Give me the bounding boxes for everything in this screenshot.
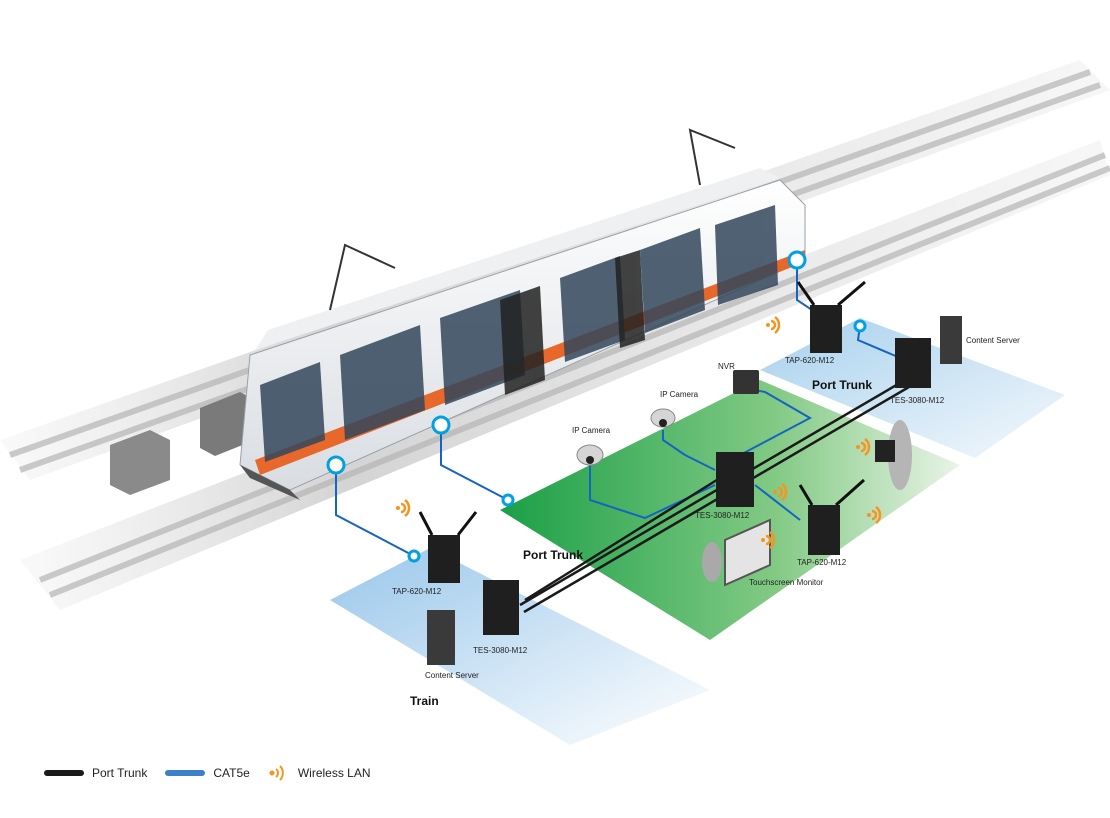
label-content-server-right: Content Server	[966, 336, 1020, 345]
cat5e-swatch	[165, 770, 205, 776]
legend-port-trunk: Port Trunk	[44, 766, 147, 780]
label-content-server-left: Content Server	[425, 671, 479, 680]
label-port-trunk-right: Port Trunk	[812, 378, 872, 392]
label-tes-center: TES-3080-M12	[695, 511, 749, 520]
port-trunk-swatch	[44, 770, 84, 776]
label-port-trunk-center: Port Trunk	[523, 548, 583, 562]
content-server-left	[427, 610, 455, 665]
tes-3080-left	[483, 580, 519, 635]
content-server-right	[940, 316, 962, 364]
ip-camera-1	[577, 445, 603, 465]
legend-wireless: Wireless LAN	[268, 764, 371, 782]
tes-3080-right	[895, 338, 931, 388]
nvr-device	[733, 370, 759, 394]
legend-cat5e-label: CAT5e	[213, 766, 249, 780]
legend: Port Trunk CAT5e Wireless LAN	[44, 762, 389, 784]
label-train: Train	[410, 694, 439, 708]
legend-cat5e: CAT5e	[165, 766, 249, 780]
label-tes-right: TES-3080-M12	[890, 396, 944, 405]
label-ip-camera-1: IP Camera	[572, 426, 610, 435]
label-tap-center: TAP-620-M12	[797, 558, 846, 567]
ip-camera-2	[651, 409, 675, 427]
legend-port-trunk-label: Port Trunk	[92, 766, 147, 780]
label-tap-left: TAP-620-M12	[392, 587, 441, 596]
label-touchscreen: Touchscreen Monitor	[749, 578, 823, 587]
label-tes-left: TES-3080-M12	[473, 646, 527, 655]
label-nvr: NVR	[718, 362, 735, 371]
wireless-icon	[268, 764, 292, 782]
label-tap-right: TAP-620-M12	[785, 356, 834, 365]
label-ip-camera-2: IP Camera	[660, 390, 698, 399]
legend-wireless-label: Wireless LAN	[298, 766, 371, 780]
tes-3080-center	[716, 452, 754, 507]
